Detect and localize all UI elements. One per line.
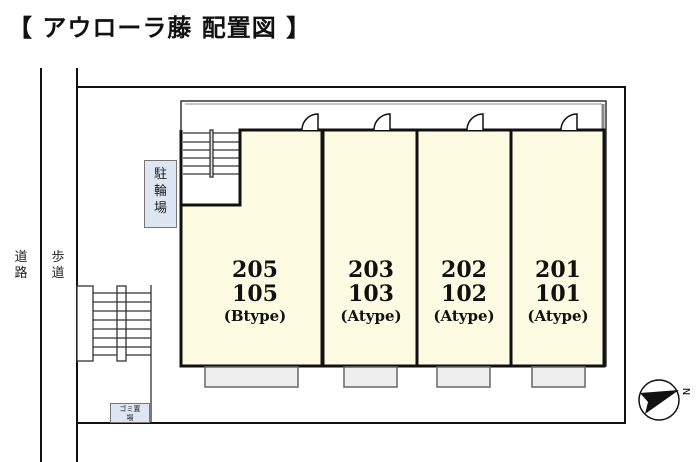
north-compass-icon bbox=[638, 379, 680, 421]
unit-upper-number: 203 bbox=[348, 257, 394, 283]
door-icon bbox=[373, 113, 391, 131]
sidewalk-label: 歩道 bbox=[51, 250, 65, 282]
unit-lower-number: 102 bbox=[441, 281, 487, 308]
unit-201-area bbox=[509, 128, 606, 368]
balcony bbox=[436, 366, 491, 388]
bicycle-parking-label: 駐輪場 bbox=[153, 167, 167, 216]
door-icons bbox=[301, 113, 578, 131]
lot-boundary bbox=[77, 86, 626, 424]
balcony bbox=[531, 366, 586, 388]
entrance-stairs bbox=[76, 285, 152, 423]
balcony bbox=[204, 366, 299, 388]
garbage-label: ゴミ置場 bbox=[119, 405, 141, 422]
bicycle-parking-tag: 駐輪場 bbox=[144, 160, 177, 228]
road-label: 道路 bbox=[14, 250, 28, 282]
unit-type: (Btype) bbox=[223, 307, 287, 326]
door-icon bbox=[466, 113, 484, 131]
unit-label-203: 203 103 (Atype) bbox=[325, 258, 417, 325]
unit-label-201: 201 101 (Atype) bbox=[512, 258, 604, 325]
unit-label-202: 202 102 (Atype) bbox=[418, 258, 510, 325]
garbage-area-tag: ゴミ置場 bbox=[110, 403, 150, 423]
balcony bbox=[343, 366, 398, 388]
unit-label-205: 205 105 (Btype) bbox=[210, 258, 300, 325]
unit-lower-number: 105 bbox=[232, 281, 278, 308]
door-icon bbox=[560, 113, 578, 131]
unit-type: (Atype) bbox=[433, 307, 495, 326]
upper-stairs bbox=[183, 129, 239, 178]
unit-type: (Atype) bbox=[340, 307, 402, 326]
unit-lower-number: 101 bbox=[535, 281, 581, 308]
balconies bbox=[204, 366, 586, 388]
unit-203-area bbox=[321, 128, 419, 368]
door-icon bbox=[301, 113, 319, 131]
unit-lower-number: 103 bbox=[348, 281, 394, 308]
page-title: 【 アウローラ藤 配置図 】 bbox=[8, 14, 312, 42]
unit-upper-number: 205 bbox=[232, 257, 278, 283]
unit-202-area bbox=[415, 128, 513, 368]
unit-upper-number: 202 bbox=[441, 257, 487, 283]
north-label: N bbox=[680, 387, 692, 396]
unit-upper-number: 201 bbox=[535, 257, 581, 283]
unit-type: (Atype) bbox=[527, 307, 589, 326]
